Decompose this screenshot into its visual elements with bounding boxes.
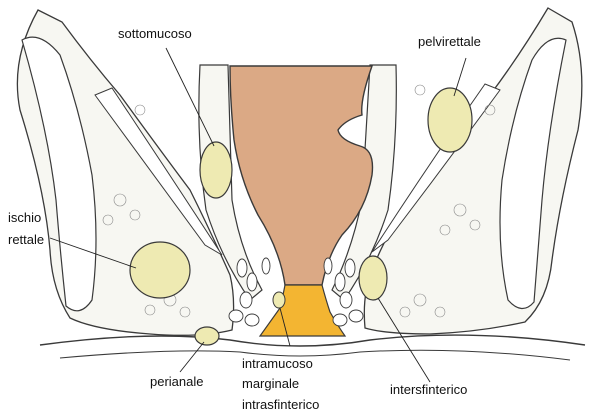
label-marginale: marginale [242,376,299,391]
anal-canal [260,285,345,336]
label-intramucoso: intramucoso [242,356,313,371]
abscess-perianale [195,327,219,345]
label-perianale: perianale [150,374,204,389]
pelvic-floor-outline [40,335,585,346]
abscess-intersfinterico [359,256,387,300]
label-ischio: ischio [8,210,41,225]
label-intersfinterico: intersfinterico [390,382,467,397]
abscess-ischiorettale [130,242,190,298]
label-sottomucoso: sottomucoso [118,26,192,41]
label-rettale: rettale [8,232,44,247]
perineal-skin-line [60,350,570,360]
abscess-pelvirettale [428,88,472,152]
abscess-sottomucoso [200,142,232,198]
label-pelvirettale: pelvirettale [418,34,481,49]
abscess-intramucoso [273,292,285,308]
label-intrasfinterico: intrasfinterico [242,397,319,412]
